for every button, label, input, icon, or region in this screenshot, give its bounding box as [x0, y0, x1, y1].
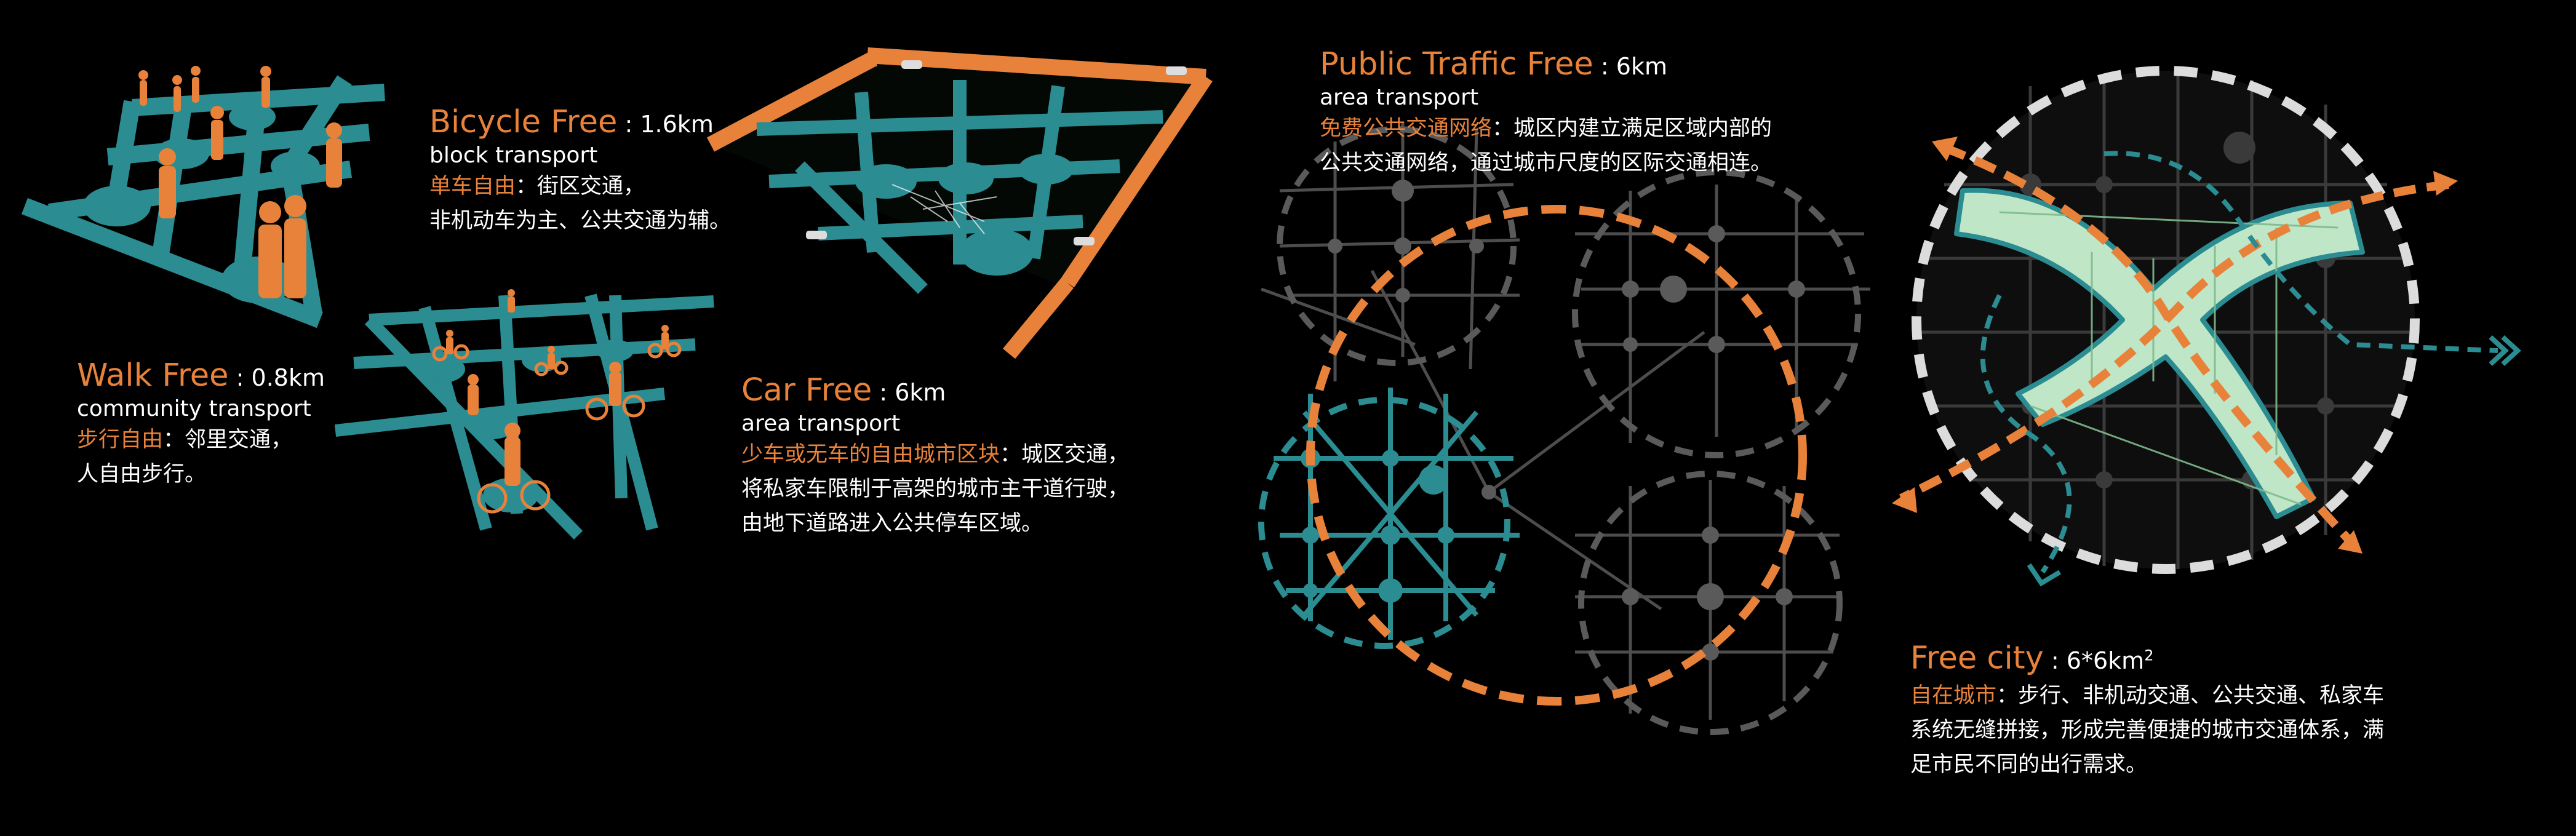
public-desc: 免费公共交通网络：城区内建立满足区域内部的 公共交通网络，通过城市尺度的区际交通… — [1320, 111, 1772, 180]
car-title-text: Car Free — [741, 372, 872, 408]
public-subtitle: area transport — [1320, 85, 1479, 110]
public-title-text: Public Traffic Free — [1320, 46, 1593, 82]
car-desc-rest: ：城区交通， — [1000, 442, 1130, 467]
city-desc-highlight: 自在城市 — [1910, 683, 1997, 708]
city-desc-rest: ：步行、非机动交通、公共交通、私家车 — [1996, 683, 2385, 708]
public-teal-dashed-circle — [1258, 397, 1510, 649]
car-distance: 6km — [895, 379, 946, 406]
public-gray-dashed-circles — [1277, 126, 1861, 735]
public-block: Public Traffic Free : 6km area transport… — [1320, 47, 1772, 180]
bicycle-riders — [432, 341, 682, 514]
car-block: Car Free : 6km area transport 少车或无车的自由城市… — [741, 373, 1129, 541]
walk-desc-rest: ：邻里交通， — [163, 428, 293, 452]
car-title: Car Free : 6km — [741, 372, 946, 408]
city-distance-sup: 2 — [2144, 647, 2154, 664]
public-teal-nodes — [1301, 448, 1454, 603]
bicycle-distance: 1.6km — [640, 111, 714, 138]
public-orange-dashed-circle — [1306, 205, 1807, 706]
walk-people — [138, 66, 342, 298]
public-desc-highlight: 免费公共交通网络 — [1320, 116, 1493, 141]
city-diagram — [1892, 66, 2521, 587]
public-title: Public Traffic Free : 6km — [1320, 46, 1667, 82]
bicycle-desc-rest: ：街区交通， — [516, 174, 645, 199]
walk-network — [21, 75, 385, 328]
car-desc-line2: 将私家车限制于高架的城市主干道行驶， — [741, 477, 1130, 501]
walk-desc: 步行自由：邻里交通， 人自由步行。 — [77, 423, 325, 492]
bicycle-nodes — [421, 340, 634, 512]
walk-desc-line2: 人自由步行。 — [77, 462, 207, 487]
car-area — [706, 47, 1213, 359]
car-desc-line3: 由地下道路进入公共停车区域。 — [741, 511, 1043, 536]
walk-distance: 0.8km — [251, 364, 325, 391]
city-block: Free city : 6*6km2 自在城市：步行、非机动交通、公共交通、私家… — [1910, 637, 2384, 782]
city-desc-line3: 足市民不同的出行需求。 — [1910, 752, 2148, 777]
walk-title-text: Walk Free — [77, 357, 229, 394]
walk-desc-highlight: 步行自由 — [77, 428, 164, 452]
walk-block: Walk Free : 0.8km community transport 步行… — [77, 358, 325, 492]
car-desc: 少车或无车的自由城市区块：城区交通， 将私家车限制于高架的城市主干道行驶， 由地… — [741, 437, 1129, 541]
public-desc-line2: 公共交通网络，通过城市尺度的区际交通相连。 — [1320, 151, 1772, 175]
bicycle-desc-highlight: 单车自由 — [429, 174, 516, 199]
city-title-text: Free city — [1910, 640, 2044, 677]
bicycle-title: Bicycle Free : 1.6km — [429, 104, 714, 140]
walk-title: Walk Free : 0.8km — [77, 357, 325, 394]
bicycle-desc-line2: 非机动车为主、公共交通为辅。 — [429, 209, 732, 233]
public-gray-nodes — [1328, 180, 1805, 661]
car-desc-highlight: 少车或无车的自由城市区块 — [741, 442, 1000, 467]
bicycle-block: Bicycle Free : 1.6km block transport 单车自… — [429, 105, 731, 238]
bicycle-subtitle: block transport — [429, 143, 598, 168]
bicycle-desc: 单车自由：街区交通， 非机动车为主、公共交通为辅。 — [429, 169, 731, 238]
city-distance: 6*6km — [2066, 647, 2145, 674]
city-desc-line2: 系统无缝拼接，形成完善便捷的城市交通体系，满 — [1910, 717, 2385, 742]
city-title: Free city : 6*6km2 — [1910, 640, 2154, 677]
walk-subtitle: community transport — [77, 396, 311, 421]
city-desc: 自在城市：步行、非机动交通、公共交通、私家车 系统无缝拼接，形成完善便捷的城市交… — [1910, 679, 2384, 782]
public-desc-rest: ：城区内建立满足区域内部的 — [1492, 116, 1772, 141]
public-distance: 6km — [1616, 53, 1667, 80]
bicycle-rider-bodies — [446, 289, 669, 486]
car-subtitle: area transport — [741, 411, 901, 436]
bicycle-title-text: Bicycle Free — [429, 104, 618, 140]
